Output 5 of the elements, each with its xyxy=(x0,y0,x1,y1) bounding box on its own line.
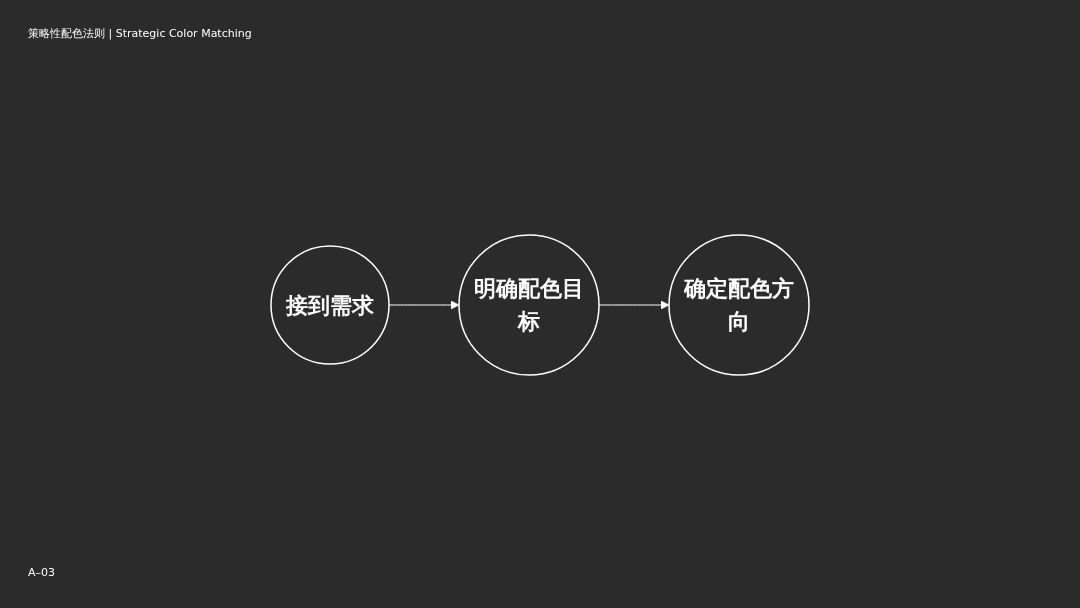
page-number: A–03 xyxy=(28,566,56,579)
node-circle: 确定配色方向 xyxy=(668,234,810,376)
page-title: 策略性配色法则 | Strategic Color Matching xyxy=(28,26,252,41)
node-circle: 接到需求 xyxy=(270,245,390,365)
node-circle: 明确配色目标 xyxy=(458,234,600,376)
